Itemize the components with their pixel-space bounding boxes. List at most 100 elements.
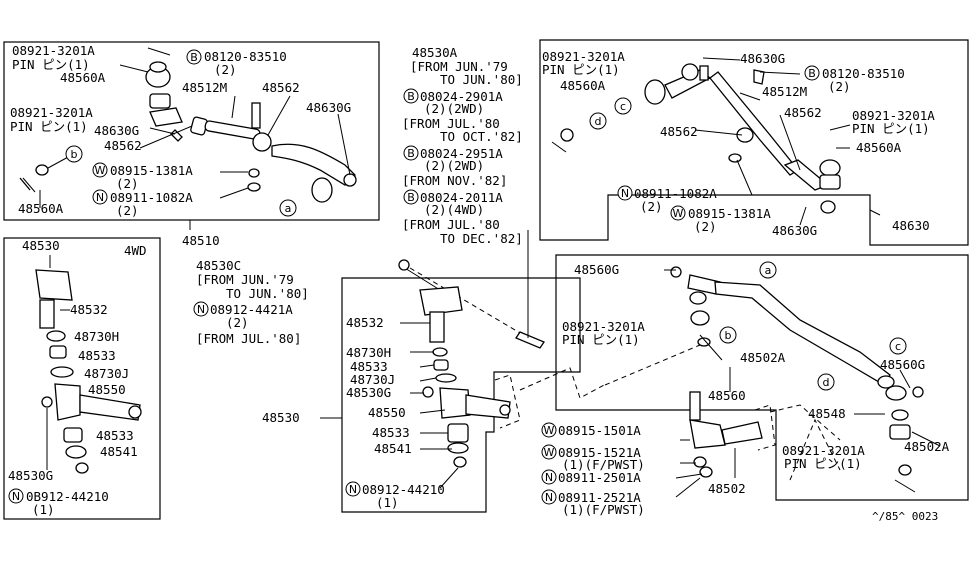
label-4wd: 4WD bbox=[124, 243, 147, 258]
label-qty: (2) bbox=[226, 315, 249, 330]
label-qty: (2)(2WD) bbox=[424, 101, 484, 116]
marker-d: d bbox=[595, 115, 602, 128]
label-qty: (1) bbox=[32, 502, 55, 517]
label-48550: 48550 bbox=[368, 405, 406, 420]
label-08911-2501A: 08911-2501A bbox=[558, 470, 641, 485]
label-48560A: 48560A bbox=[560, 78, 606, 93]
label-48560G-b: 48560G bbox=[880, 357, 925, 372]
labels-center-top: 48530A [FROM JUN.'79 TO JUN.'80] B 08024… bbox=[402, 45, 523, 246]
label-qty: (1) bbox=[376, 495, 399, 510]
label-pin-b: PIN ピン(1) bbox=[852, 121, 930, 136]
label-48630G: 48630G bbox=[306, 100, 351, 115]
label-48630G: 48630G bbox=[740, 51, 785, 66]
marker-b-2: b bbox=[725, 329, 732, 342]
label-08921-3201A-b: 08921-3201A bbox=[852, 108, 935, 123]
label-date: [FROM JUL.'80] bbox=[196, 331, 301, 346]
label-48530: 48530 bbox=[262, 410, 300, 425]
label-date: [FROM JUL.'80 bbox=[402, 116, 500, 131]
idler-arm-mid bbox=[320, 230, 605, 489]
label-48730H: 48730H bbox=[346, 345, 391, 360]
marker-nut-N: N bbox=[545, 491, 553, 504]
label-48548: 48548 bbox=[808, 406, 846, 421]
label-48533: 48533 bbox=[78, 348, 116, 363]
label-48630G-b: 48630G bbox=[94, 123, 139, 138]
label-48562-b: 48562 bbox=[660, 124, 698, 139]
marker-nut-N: N bbox=[545, 471, 553, 484]
label-48541: 48541 bbox=[100, 444, 138, 459]
label-48532: 48532 bbox=[70, 302, 108, 317]
label-08921-3201A-b: 08921-3201A bbox=[782, 443, 865, 458]
label-qty: (2) bbox=[640, 199, 663, 214]
tie-rod-assembly-right bbox=[551, 57, 881, 226]
label-48532: 48532 bbox=[346, 315, 384, 330]
label-48630G-b: 48630G bbox=[772, 223, 817, 238]
labels-left-4wd: 48530 4WD 48532 48730H 48533 48730J 4855… bbox=[8, 238, 147, 517]
marker-nut-N: N bbox=[197, 303, 205, 316]
label-qty: (1)(F/PWST) bbox=[562, 502, 645, 517]
label-48730J: 48730J bbox=[350, 372, 395, 387]
label-date: TO JUN.'80] bbox=[440, 72, 523, 87]
frame-left-4wd bbox=[3, 237, 161, 520]
label-08911-1082A: 08911-1082A bbox=[110, 190, 193, 205]
label-08911-2521A: 08911-2521A bbox=[558, 490, 641, 505]
label-48512M: 48512M bbox=[762, 84, 807, 99]
label-08921-3201A: 08921-3201A bbox=[562, 319, 645, 334]
label-08912-4421A: 08912-4421A bbox=[210, 302, 293, 317]
label-08915-1381A: 08915-1381A bbox=[688, 206, 771, 221]
label-qty: (2) bbox=[116, 203, 139, 218]
label-08024-2901A: 08024-2901A bbox=[420, 89, 503, 104]
label-08915-1381A: 08915-1381A bbox=[110, 163, 193, 178]
label-08911-1082A: 08911-1082A bbox=[634, 186, 717, 201]
label-08912-44210: 08912-44210 bbox=[362, 482, 445, 497]
label-date: [FROM JUN.'79 bbox=[196, 272, 294, 287]
marker-washer-W: W bbox=[544, 424, 555, 437]
label-48502: 48502 bbox=[708, 481, 746, 496]
marker-bolt-B: B bbox=[407, 147, 415, 160]
label-48562: 48562 bbox=[262, 80, 300, 95]
label-date: TO JUN.'80] bbox=[226, 286, 309, 301]
marker-c: c bbox=[620, 100, 626, 113]
marker-bolt-B: B bbox=[808, 67, 816, 80]
diagram-code: ^/85^ 0023 bbox=[872, 510, 938, 523]
marker-nut-N: N bbox=[96, 191, 104, 204]
label-48502A: 48502A bbox=[740, 350, 786, 365]
frame-top-right bbox=[539, 39, 969, 246]
label-pin: PIN ピン(1) bbox=[562, 332, 640, 347]
label-qty: (2) bbox=[214, 62, 237, 77]
label-48630: 48630 bbox=[892, 218, 930, 233]
label-08120-83510: 08120-83510 bbox=[822, 66, 905, 81]
label-48530C: 48530C bbox=[196, 258, 241, 273]
center-link-assembly bbox=[604, 266, 941, 498]
labels-top-right: 08921-3201A PIN ピン(1) 48560A 48630G B 08… bbox=[542, 49, 935, 238]
tie-rod-assembly-left bbox=[19, 47, 357, 230]
label-qty: (2) bbox=[116, 176, 139, 191]
marker-bolt-B: B bbox=[407, 90, 415, 103]
label-08024-2011A: 08024-2011A bbox=[420, 190, 503, 205]
label-date: [FROM JUL.'80 bbox=[402, 217, 500, 232]
label-date: TO DEC.'82] bbox=[440, 231, 523, 246]
label-48541: 48541 bbox=[374, 441, 412, 456]
idler-arm-4wd bbox=[35, 255, 142, 474]
label-08921-3201A: 08921-3201A bbox=[542, 49, 625, 64]
label-pin-b: PIN ピン(1) bbox=[784, 456, 862, 471]
marker-b: b bbox=[71, 148, 78, 161]
label-08024-2951A: 08024-2951A bbox=[420, 146, 503, 161]
label-48512M: 48512M bbox=[182, 80, 227, 95]
label-48730H: 48730H bbox=[74, 329, 119, 344]
label-08120-83510: 08120-83510 bbox=[204, 49, 287, 64]
marker-bolt-B: B bbox=[407, 191, 415, 204]
label-48530G: 48530G bbox=[346, 385, 391, 400]
label-48560A-b: 48560A bbox=[856, 140, 902, 155]
label-48530A: 48530A bbox=[412, 45, 458, 60]
marker-nut-N: N bbox=[621, 187, 629, 200]
label-48533-b: 48533 bbox=[96, 428, 134, 443]
label-08912-44210: 0B912-44210 bbox=[26, 489, 109, 504]
marker-c-2: c bbox=[895, 340, 901, 353]
marker-nut-N: N bbox=[12, 490, 20, 503]
label-48560: 48560 bbox=[708, 388, 746, 403]
label-date: [FROM NOV.'82] bbox=[402, 173, 507, 188]
label-qty: (2) bbox=[694, 219, 717, 234]
label-qty: (2)(2WD) bbox=[424, 158, 484, 173]
label-08921-3201A-b: 08921-3201A bbox=[10, 105, 93, 120]
marker-washer-W: W bbox=[673, 207, 684, 220]
